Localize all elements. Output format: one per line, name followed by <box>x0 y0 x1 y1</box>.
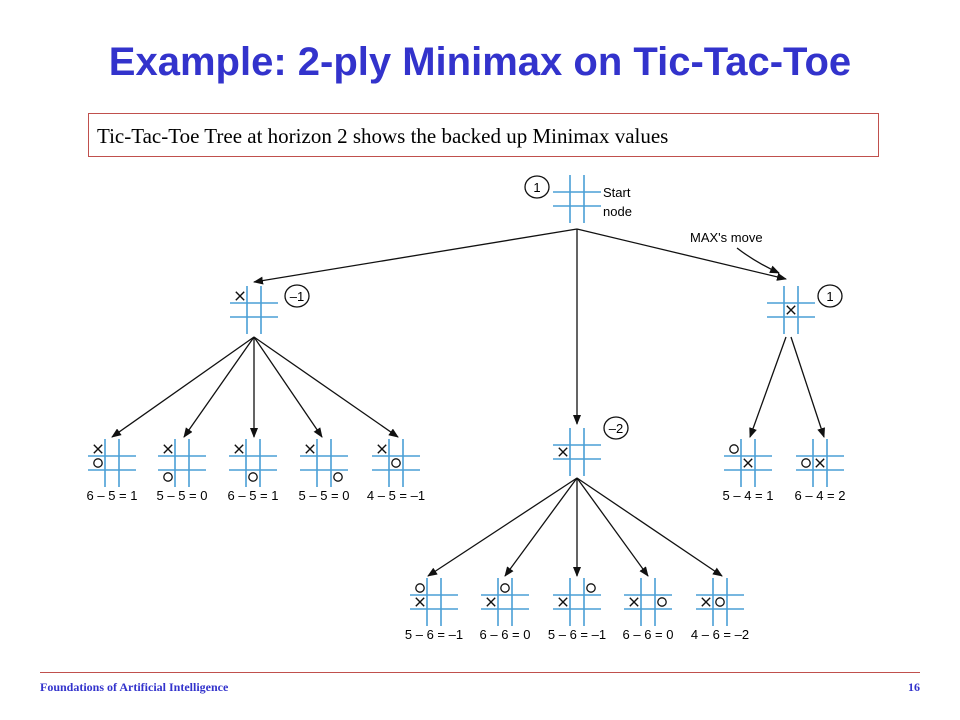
o-mark <box>333 472 343 482</box>
x-mark <box>377 444 387 454</box>
tree-edge-arrow <box>253 336 323 438</box>
tictactoe-board-a <box>230 286 278 334</box>
leaf-evaluation-a2: 5 – 5 = 0 <box>157 488 208 503</box>
footer-course-name: Foundations of Artificial Intelligence <box>40 680 229 694</box>
leaf-evaluation-a5: 4 – 5 = –1 <box>367 488 425 503</box>
max-move-pointer-arrow <box>736 247 780 274</box>
x-mark <box>815 458 825 468</box>
o-mark <box>715 597 725 607</box>
tree-edge-arrow <box>576 477 649 577</box>
footer-divider <box>40 672 920 673</box>
leaf-evaluation-a4: 5 – 5 = 0 <box>299 488 350 503</box>
tictactoe-board-b1 <box>410 578 458 626</box>
x-mark <box>234 444 244 454</box>
o-mark <box>586 583 596 593</box>
tree-boards: 1 –1 –2 1 6 – 5 = 1 5 – 5 = 0 6 – 5 = 1 5 – 5 =… <box>87 175 846 642</box>
tictactoe-board-b3 <box>553 578 601 626</box>
minimax-value-a: –1 <box>284 284 310 308</box>
x-mark <box>629 597 639 607</box>
tree-edge-arrow <box>111 336 255 438</box>
svg-text:1: 1 <box>826 289 833 304</box>
x-mark <box>305 444 315 454</box>
tree-edges <box>111 228 825 577</box>
leaf-evaluation-b3: 5 – 6 = –1 <box>548 627 606 642</box>
caption-text: Tic-Tac-Toe Tree at horizon 2 shows the … <box>97 124 669 148</box>
x-mark <box>558 597 568 607</box>
tictactoe-board-a5 <box>372 439 420 487</box>
leaf-evaluation-b1: 5 – 6 = –1 <box>405 627 463 642</box>
tictactoe-board-a3 <box>229 439 277 487</box>
tree-edge-arrow <box>790 336 825 438</box>
tree-labels: Start node MAX's move <box>603 185 763 245</box>
tree-edge-arrow <box>253 228 578 285</box>
tree-edge-arrow <box>253 336 399 438</box>
start-node-label-line1: Start <box>603 185 631 200</box>
x-mark <box>415 597 425 607</box>
x-mark <box>93 444 103 454</box>
leaf-evaluation-c1: 5 – 4 = 1 <box>723 488 774 503</box>
tree-edge-arrow <box>576 477 723 577</box>
leaf-evaluation-b5: 4 – 6 = –2 <box>691 627 749 642</box>
tictactoe-board-c <box>767 286 815 334</box>
tictactoe-board-a1 <box>88 439 136 487</box>
tree-edge-arrow <box>183 336 255 438</box>
slide-title: Example: 2-ply Minimax on Tic-Tac-Toe <box>108 40 852 84</box>
o-mark <box>163 472 173 482</box>
tictactoe-board-a2 <box>158 439 206 487</box>
tictactoe-board-b5 <box>696 578 744 626</box>
o-mark <box>391 458 401 468</box>
svg-text:1: 1 <box>533 180 540 195</box>
x-mark <box>558 447 568 457</box>
x-mark <box>743 458 753 468</box>
x-mark <box>163 444 173 454</box>
svg-text:–2: –2 <box>609 421 623 436</box>
minimax-value-root: 1 <box>524 175 550 199</box>
tictactoe-board-c1 <box>724 439 772 487</box>
svg-text:–1: –1 <box>290 289 304 304</box>
tictactoe-board-a4 <box>300 439 348 487</box>
start-node-label-line2: node <box>603 204 632 219</box>
minimax-value-b: –2 <box>603 416 629 440</box>
caption-box: Tic-Tac-Toe Tree at horizon 2 shows the … <box>88 113 879 157</box>
tree-edge-arrow <box>427 477 578 577</box>
leaf-evaluation-a3: 6 – 5 = 1 <box>228 488 279 503</box>
tree-edge-arrow <box>576 228 787 281</box>
tree-edge-arrow <box>749 336 787 438</box>
o-mark <box>729 444 739 454</box>
leaf-evaluation-a1: 6 – 5 = 1 <box>87 488 138 503</box>
footer-page-number: 16 <box>908 680 920 694</box>
x-mark <box>701 597 711 607</box>
o-mark <box>500 583 510 593</box>
x-mark <box>486 597 496 607</box>
tictactoe-board-b2 <box>481 578 529 626</box>
tictactoe-board-c2 <box>796 439 844 487</box>
minimax-value-c: 1 <box>817 284 843 308</box>
tictactoe-board-root <box>553 175 601 223</box>
tictactoe-board-b <box>553 428 601 476</box>
o-mark <box>248 472 258 482</box>
o-mark <box>657 597 667 607</box>
x-mark <box>235 291 245 301</box>
leaf-evaluation-c2: 6 – 4 = 2 <box>795 488 846 503</box>
o-mark <box>415 583 425 593</box>
max-move-label: MAX's move <box>690 230 763 245</box>
leaf-evaluation-b4: 6 – 6 = 0 <box>623 627 674 642</box>
leaf-evaluation-b2: 6 – 6 = 0 <box>480 627 531 642</box>
tictactoe-board-b4 <box>624 578 672 626</box>
tree-edge-arrow <box>504 477 578 577</box>
x-mark <box>786 305 796 315</box>
o-mark <box>93 458 103 468</box>
o-mark <box>801 458 811 468</box>
